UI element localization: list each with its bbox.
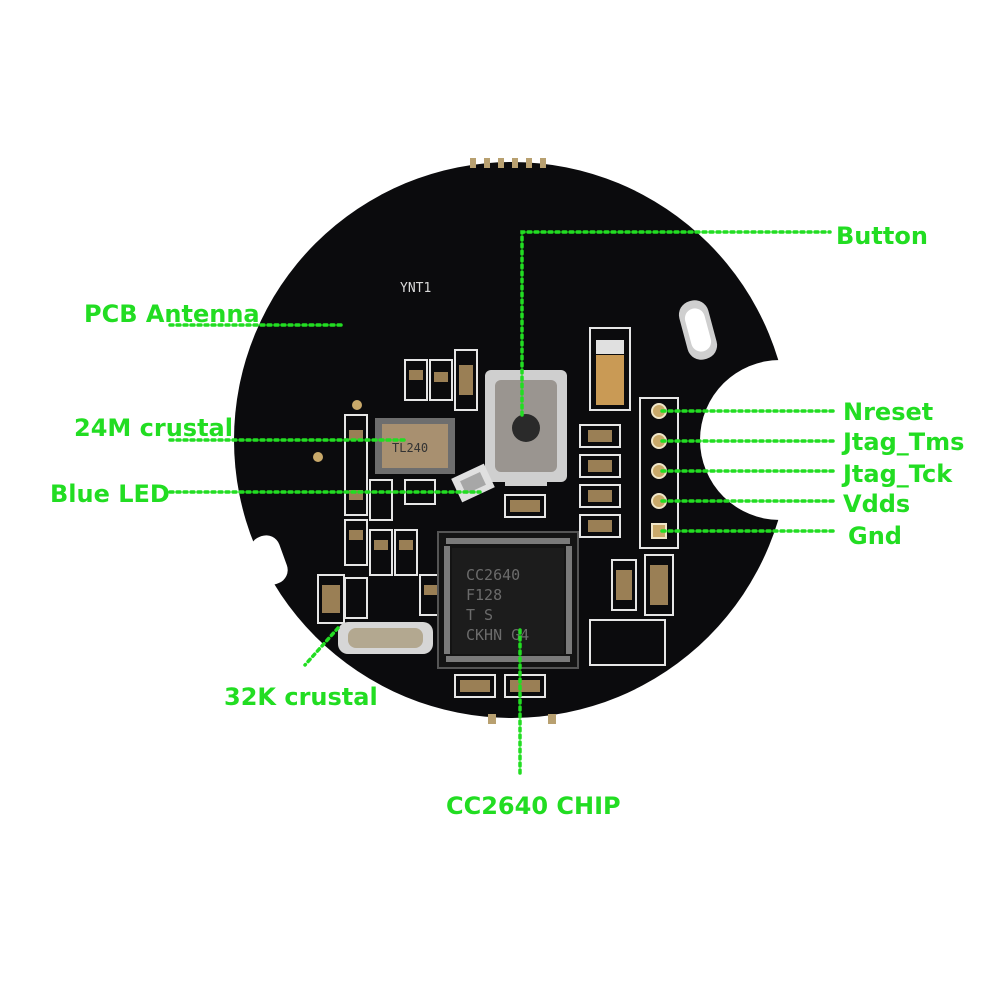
label-gnd: Gnd <box>848 522 902 550</box>
label-chip: CC2640 CHIP <box>446 792 621 820</box>
label-pcb-antenna: PCB Antenna <box>84 300 260 328</box>
label-jtag-tck: Jtag_Tck <box>843 460 953 488</box>
label-jtag-tms: Jtag_Tms <box>843 428 965 456</box>
label-blue-led: Blue LED <box>50 480 170 508</box>
silkscreen-text: YNT1 <box>400 281 431 296</box>
chip-marking-line-1: CC2640 <box>466 566 520 584</box>
label-nreset: Nreset <box>843 398 934 426</box>
label-32k-crystal: 32K crustal <box>224 683 378 711</box>
chip-marking-line-3: T S <box>466 606 493 624</box>
label-24m-crystal: 24M crustal <box>74 414 233 442</box>
leader-32k-crystal <box>303 626 340 667</box>
chip-marking-line-2: F128 <box>466 586 502 604</box>
crystal-marking: TL240 <box>392 441 428 455</box>
chip-marking-line-4: CKHN G4 <box>466 626 529 644</box>
leader-button <box>520 230 832 417</box>
label-vdds: Vdds <box>843 490 911 518</box>
components: TL240 CC2640 F128 T S CKHN G4 <box>313 327 679 698</box>
label-button: Button <box>836 222 928 250</box>
leader-lines <box>168 230 837 777</box>
